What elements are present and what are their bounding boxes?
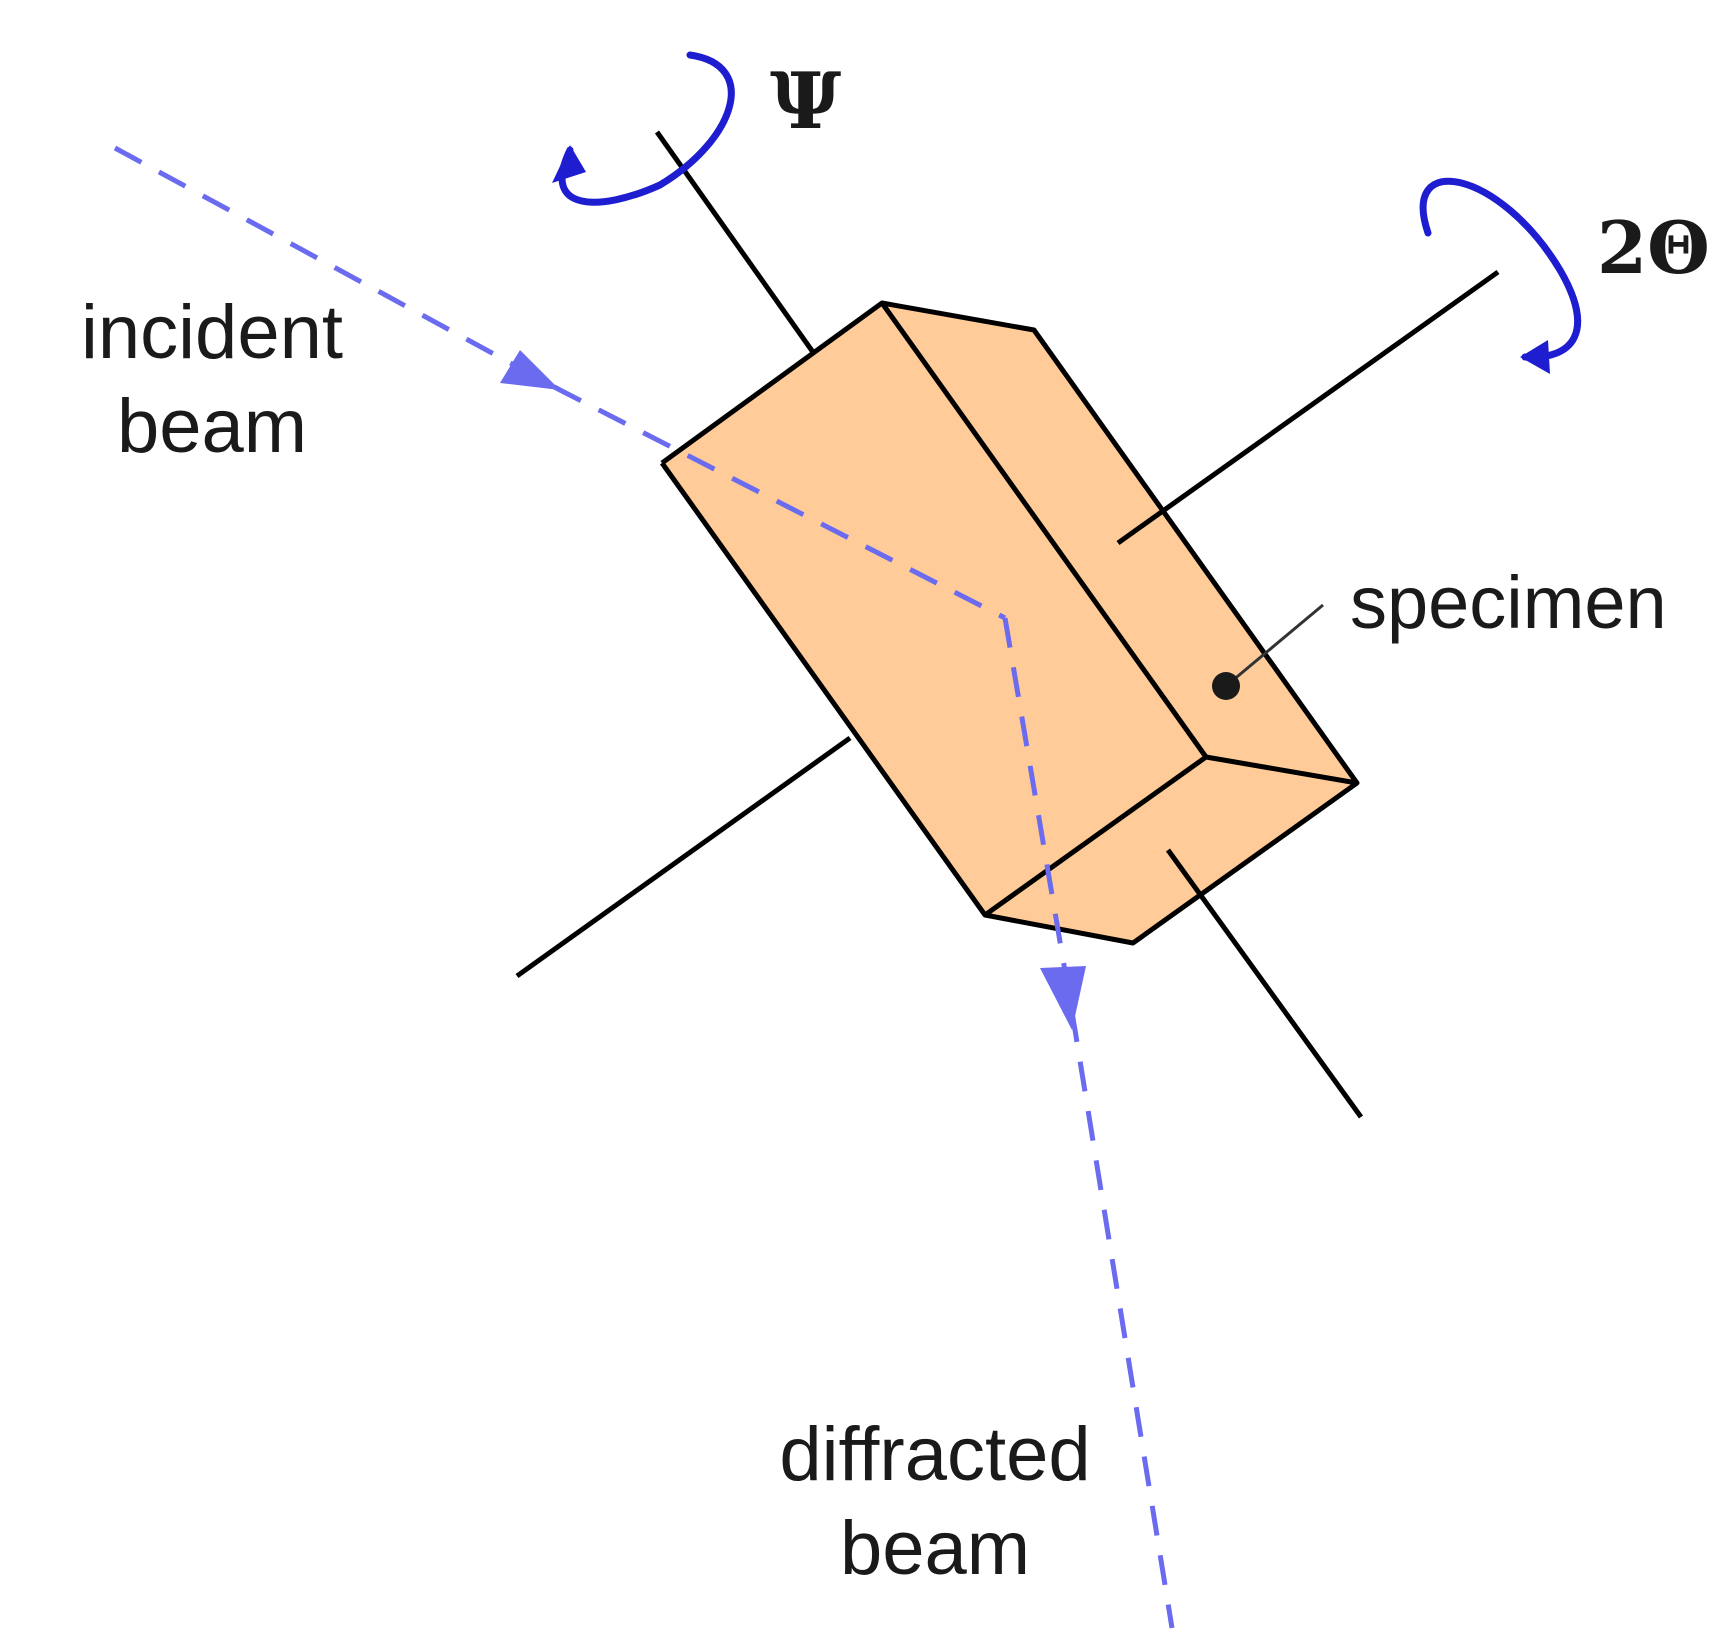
two-theta-rotation-arrowhead: [1520, 340, 1550, 374]
two-theta-label: 2Θ: [1597, 205, 1710, 290]
two-theta-rotation-arrow: [1419, 177, 1581, 374]
diffracted-beam-label-line2: beam: [840, 1506, 1030, 1591]
specimen-edge-mid: [983, 754, 1208, 918]
psi-rotation-arc: [558, 51, 735, 206]
specimen-box: [659, 300, 1360, 946]
incident-beam: [113, 145, 1007, 621]
two-theta-rotation-arc: [1419, 177, 1581, 361]
diffracted-beam-path: [1002, 617, 1175, 1629]
specimen-edge-right: [1205, 754, 1358, 786]
psi-axis-upper: [654, 130, 818, 357]
psi-rotation-arrow: [552, 51, 735, 206]
psi-label: Ψ: [770, 56, 841, 147]
incident-beam-arrowhead: [500, 350, 560, 390]
two-theta-axis-lower: [515, 735, 852, 979]
specimen-point: [1212, 672, 1240, 700]
diffracted-beam-label-line1: diffracted: [779, 1412, 1090, 1497]
specimen-label: specimen: [1350, 561, 1667, 644]
incident-beam-label-line1: incident: [81, 290, 343, 375]
diffracted-beam: [1002, 617, 1175, 1629]
specimen-edge-top: [879, 301, 1209, 759]
incident-beam-label-line2: beam: [117, 384, 307, 469]
two-theta-axis-upper: [1116, 269, 1500, 546]
psi-axis-lower: [1165, 848, 1364, 1119]
diffracted-beam-arrowhead: [1040, 966, 1086, 1030]
psi-rotation-arrowhead: [552, 145, 586, 183]
specimen-front-face: [662, 303, 1206, 915]
specimen-leader-line: [1225, 603, 1324, 688]
